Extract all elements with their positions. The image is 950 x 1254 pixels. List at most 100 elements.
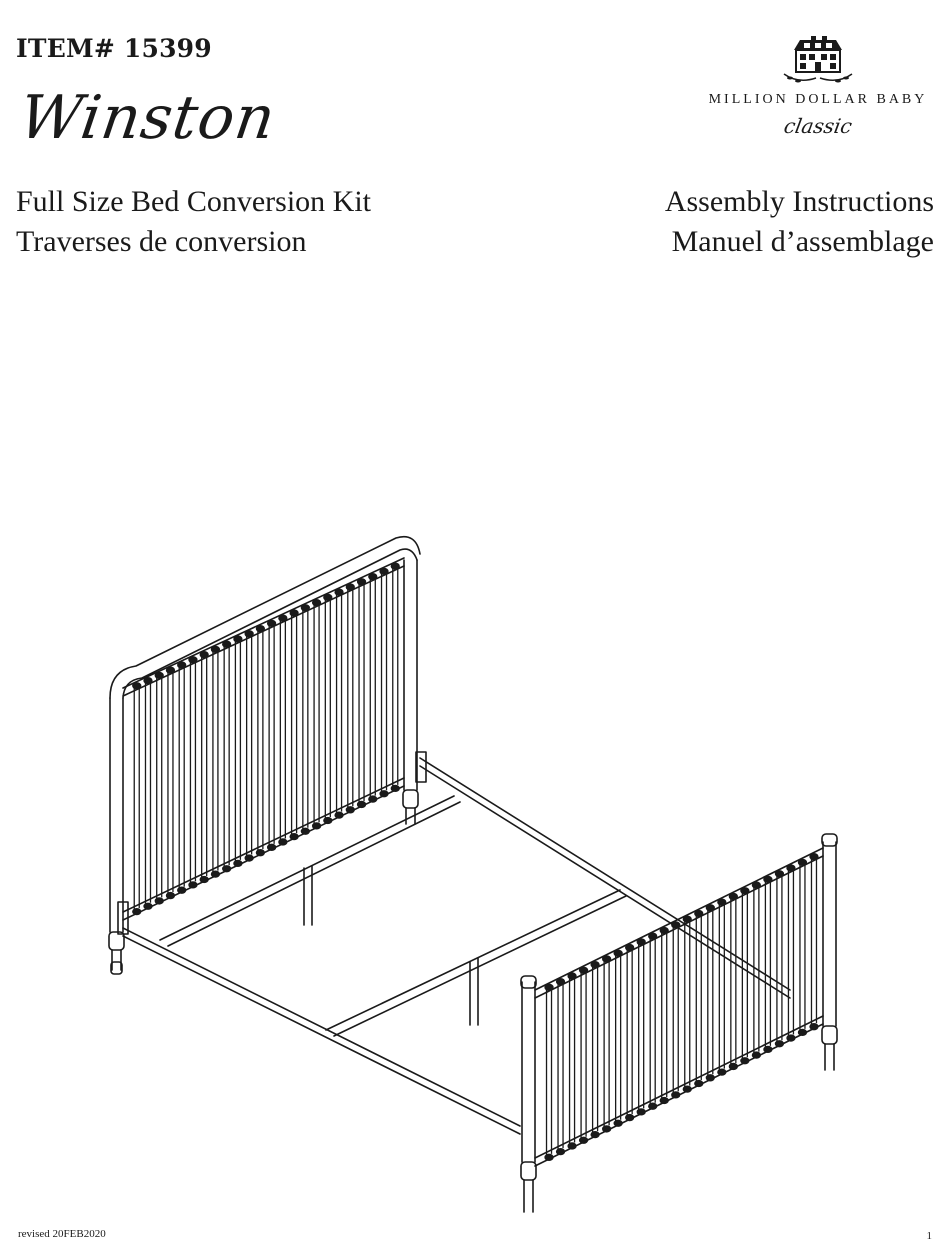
brand-sub: classic <box>782 114 854 138</box>
item-number: ITEM# 15399 <box>16 34 212 63</box>
spindle-bead-bottom <box>625 1113 635 1122</box>
spindle-bead-top <box>717 898 727 906</box>
spindle-bead-top <box>751 881 762 889</box>
spindle-bead-top <box>154 671 164 680</box>
spindle-bead-top <box>590 960 600 969</box>
spindle-bead-top <box>728 892 738 901</box>
spindle-bead-top <box>278 614 288 622</box>
spindle-bead-bottom <box>165 891 176 900</box>
spindle-bead-bottom <box>567 1142 577 1150</box>
spindle-bead-top <box>132 682 142 690</box>
spindle-bead-top <box>567 972 577 980</box>
spindle-bead-bottom <box>613 1119 623 1127</box>
spindle-bead-bottom <box>255 849 266 857</box>
spindle-bead-top <box>390 562 400 570</box>
spindle-bead-top <box>578 966 589 974</box>
product-title-french: Traverses de conversion <box>16 225 307 258</box>
spindle-bead-top <box>705 904 715 912</box>
spindle-bead-top <box>323 593 333 602</box>
spindle-bead-top <box>266 619 277 628</box>
spindle-bead-top <box>255 624 266 633</box>
spindle-bead-top <box>648 932 658 940</box>
spindle-bead-bottom <box>345 806 355 814</box>
spindle-bead-bottom <box>188 881 198 889</box>
spindle-bead-top <box>636 938 646 946</box>
spindle-bead-bottom <box>671 1091 681 1099</box>
document-title-english: Assembly Instructions <box>664 185 934 218</box>
spindle-bead-top <box>345 583 355 591</box>
spindle-bead-top <box>210 645 221 654</box>
spindle-bead-bottom <box>555 1147 566 1156</box>
spindle-bead-top <box>233 635 243 643</box>
headboard-top-rail <box>109 535 421 699</box>
spindle-bead-top <box>165 666 176 674</box>
product-title-english: Full Size Bed Conversion Kit <box>16 185 371 218</box>
spindle-bead-top <box>774 870 785 878</box>
product-title: Full Size Bed Conversion Kit Traverses d… <box>16 182 371 262</box>
spindle-bead-bottom <box>659 1096 669 1105</box>
spindle-bead-bottom <box>740 1057 750 1065</box>
spindle-bead-bottom <box>578 1136 589 1144</box>
spindle-bead-bottom <box>233 859 243 868</box>
spindle-bead-bottom <box>289 832 299 841</box>
spindle-bead-bottom <box>278 838 288 846</box>
spindle-bead-bottom <box>323 816 333 825</box>
spindle-bead-top <box>625 943 635 952</box>
headboard-spindles <box>132 562 400 916</box>
spindle-bead-top <box>379 567 389 576</box>
spindle-bead-bottom <box>222 865 232 873</box>
spindle-bead-top <box>199 650 209 659</box>
spindle-bead-top <box>682 915 692 923</box>
spindle-bead-bottom <box>379 790 389 798</box>
spindle-bead-top <box>289 609 299 617</box>
spindle-bead-top <box>671 921 681 929</box>
spindle-bead-top <box>177 661 187 669</box>
spindle-bead-top <box>555 977 566 986</box>
spindle-bead-bottom <box>797 1028 808 1037</box>
spindle-bead-bottom <box>266 843 277 851</box>
spindle-bead-bottom <box>682 1085 692 1093</box>
spindle-bead-top <box>694 909 704 918</box>
left-side-rail <box>117 901 521 1135</box>
spindle-bead-top <box>244 630 254 638</box>
spindle-bead-top <box>740 887 750 895</box>
spindle-bead-top <box>809 853 819 861</box>
spindle-bead-bottom <box>751 1051 762 1059</box>
spindle-bead-bottom <box>648 1102 658 1110</box>
spindle-bead-bottom <box>334 811 344 819</box>
spindle-bead-bottom <box>154 897 164 905</box>
center-slat-1 <box>159 795 461 947</box>
spindle-bead-bottom <box>544 1153 554 1161</box>
spindle-bead-bottom <box>244 854 254 862</box>
spindle-bead-bottom <box>636 1108 646 1116</box>
spindle-bead-bottom <box>356 800 367 809</box>
right-side-rail <box>415 751 791 999</box>
revision-date: revised 20FEB2020 <box>18 1228 106 1240</box>
spindle-bead-bottom <box>132 907 142 916</box>
spindle-bead-bottom <box>143 902 153 910</box>
footboard-right-post <box>821 833 838 1071</box>
spindle-bead-top <box>311 598 322 607</box>
house-logo-icon <box>783 36 853 83</box>
spindle-bead-top <box>222 640 232 648</box>
spindle-bead-bottom <box>774 1040 785 1048</box>
footboard-spindles <box>544 853 819 1161</box>
spindle-bead-bottom <box>210 870 221 878</box>
spindle-bead-top <box>544 983 554 991</box>
center-slat-2 <box>325 889 627 1037</box>
spindle-bead-top <box>356 578 367 586</box>
spindle-bead-bottom <box>717 1068 727 1076</box>
document-title: Assembly Instructions Manuel d’assemblag… <box>665 182 934 262</box>
spindle-bead-bottom <box>300 827 310 835</box>
spindle-bead-top <box>601 955 612 963</box>
spindle-bead-bottom <box>311 822 322 830</box>
spindle-bead-top <box>143 676 153 685</box>
product-name: Winston <box>15 83 281 153</box>
document-title-french: Manuel d’assemblage <box>671 225 934 258</box>
headboard-right-post <box>402 559 419 825</box>
spindle-bead-top <box>786 864 796 872</box>
spindle-bead-bottom <box>590 1130 600 1139</box>
spindle-bead-bottom <box>728 1062 738 1071</box>
spindle-bead-top <box>613 949 623 957</box>
spindle-bead-bottom <box>199 875 209 884</box>
